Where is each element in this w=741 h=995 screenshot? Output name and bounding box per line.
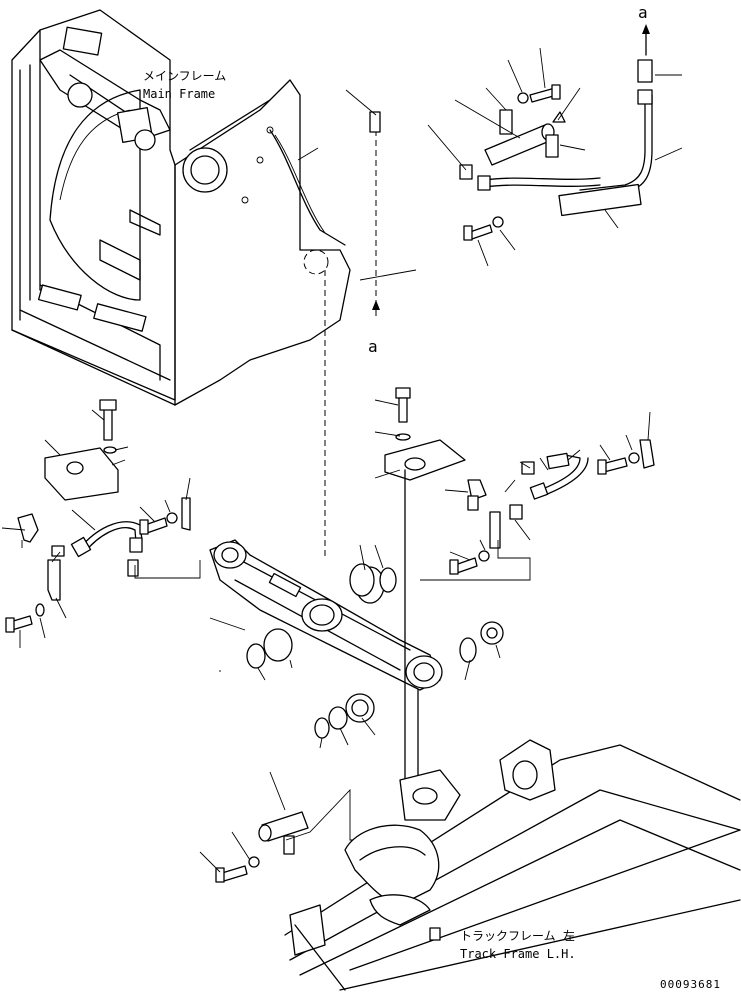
main-frame-label-en: Main Frame xyxy=(143,87,215,101)
track-frame-label-jp: トラックフレーム 左 xyxy=(460,928,575,943)
track-frame-label-en: Track Frame L.H. xyxy=(460,947,576,961)
ref-arrow-mid xyxy=(372,230,380,320)
ref-label-top: a xyxy=(638,3,648,22)
ref-label-mid: a xyxy=(368,337,378,356)
leader-lines-middle xyxy=(209,544,501,749)
leader-lines-upper xyxy=(297,47,683,281)
main-frame xyxy=(11,9,351,406)
lower-pin-assembly xyxy=(215,811,309,883)
right-hose-assembly xyxy=(384,387,655,575)
leader-lines-right xyxy=(374,399,651,581)
bushings-seals xyxy=(246,563,504,739)
upper-hose-assembly xyxy=(369,59,653,241)
equalizer-bar xyxy=(209,539,443,691)
track-frame xyxy=(284,739,741,991)
left-hose-assembly xyxy=(5,399,191,633)
drawing-number: 00093681 xyxy=(660,978,721,991)
main-frame-label-jp: メインフレーム xyxy=(143,69,226,83)
ref-arrow-top xyxy=(642,24,650,56)
leader-lines-left xyxy=(1,409,201,648)
